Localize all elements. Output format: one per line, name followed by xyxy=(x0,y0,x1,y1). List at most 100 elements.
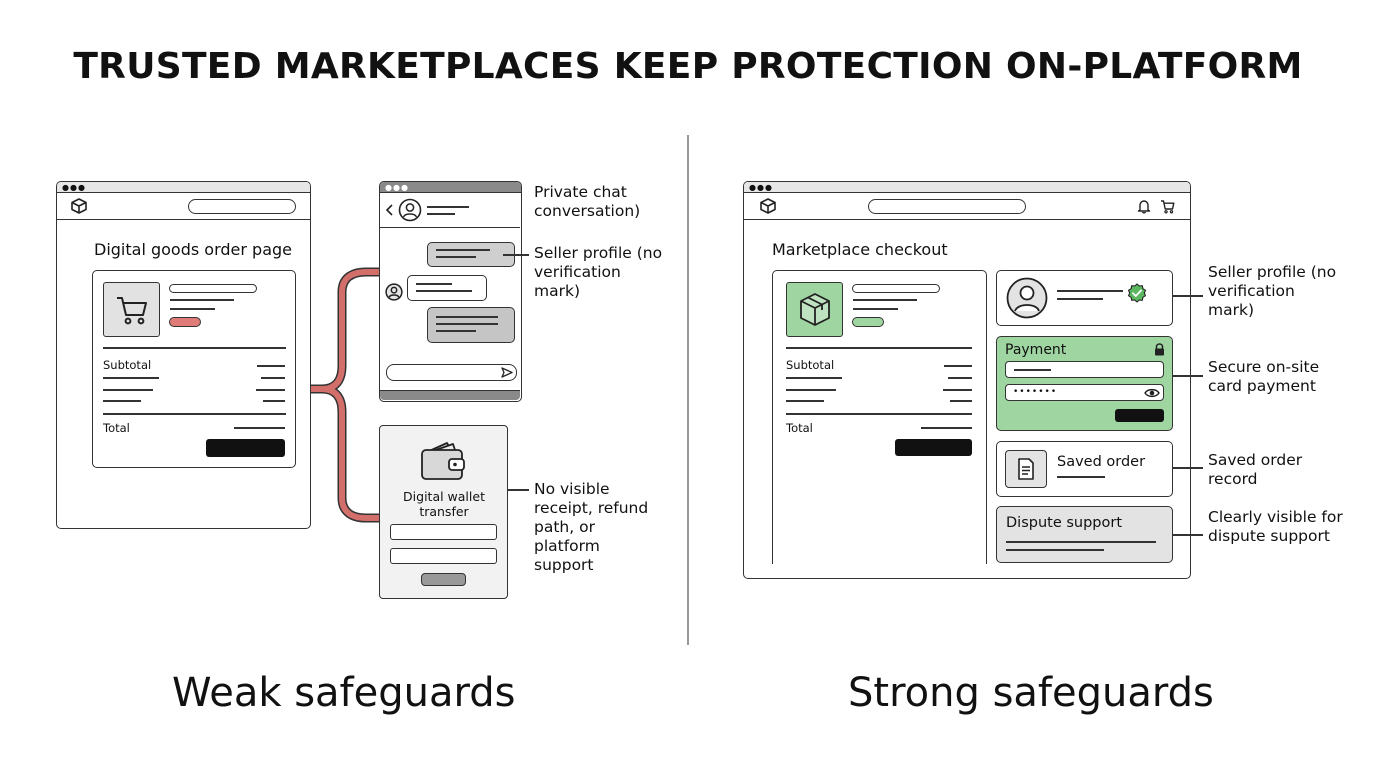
total-value-line xyxy=(234,427,285,429)
chat-bubble-incoming xyxy=(407,275,487,301)
cart-thumbnail xyxy=(103,282,160,337)
annotation-chat: Private chat conversation) xyxy=(534,183,641,220)
chat-footer-bar xyxy=(380,390,520,400)
leader-line xyxy=(1173,534,1203,536)
seller-status-line xyxy=(1057,298,1103,300)
field-value-line xyxy=(1014,369,1051,371)
price-tag xyxy=(169,317,201,327)
divider xyxy=(786,347,972,349)
chat-bubble-outgoing xyxy=(427,307,515,343)
buyer-avatar-icon xyxy=(385,283,403,301)
product-desc-line xyxy=(170,299,234,301)
transfer-field[interactable] xyxy=(390,524,497,540)
price-tag xyxy=(852,317,884,327)
annotation-payment: Secure on-site card payment xyxy=(1208,358,1320,395)
payment-label: Payment xyxy=(1005,342,1067,358)
search-bar[interactable] xyxy=(188,199,296,214)
annotation-dispute: Clearly visible for dispute support xyxy=(1208,508,1343,545)
window-titlebar: ●●● xyxy=(744,182,1190,193)
total-label: Total xyxy=(786,421,813,435)
card-cvv-field[interactable]: ••••••• xyxy=(1005,384,1164,401)
product-desc-line xyxy=(170,308,215,310)
annotation-no-receipt: No visible receipt, refund path, or plat… xyxy=(534,480,649,574)
wallet-transfer-panel: Digital wallet transfer xyxy=(379,425,508,599)
product-desc-line xyxy=(853,308,898,310)
bubble-text-line xyxy=(436,323,498,325)
seller-status-line xyxy=(427,213,455,215)
bubble-text-line xyxy=(436,256,476,258)
subtotal-label: Subtotal xyxy=(103,358,152,372)
seller-avatar-icon xyxy=(1006,277,1048,319)
saved-order-card: Saved order xyxy=(996,441,1173,497)
order-page-title: Digital goods order page xyxy=(94,240,292,259)
password-mask: ••••••• xyxy=(1013,387,1058,397)
lock-icon xyxy=(1155,343,1164,356)
send-icon[interactable] xyxy=(501,367,513,378)
checkout-button[interactable] xyxy=(895,439,972,456)
bubble-text-line xyxy=(416,283,452,285)
weak-caption: Weak safeguards xyxy=(172,670,516,716)
annotation-saved: Saved order record xyxy=(1208,451,1303,488)
strong-caption: Strong safeguards xyxy=(848,670,1214,716)
verified-check-icon xyxy=(1127,283,1147,303)
item-value-line xyxy=(950,400,972,402)
order-summary-panel: Subtotal Total xyxy=(772,270,987,564)
chat-header xyxy=(380,193,520,228)
leader-line xyxy=(1173,467,1203,469)
search-bar[interactable] xyxy=(868,199,1026,214)
card-number-field[interactable] xyxy=(1005,361,1164,378)
product-thumbnail xyxy=(786,282,843,337)
dispute-line xyxy=(1006,549,1104,551)
total-value-line xyxy=(921,427,972,429)
bell-icon[interactable] xyxy=(1137,199,1151,214)
eye-icon[interactable] xyxy=(1144,388,1160,398)
bubble-text-line xyxy=(436,316,498,318)
item-line xyxy=(786,377,842,379)
back-chevron-icon[interactable] xyxy=(385,204,394,216)
subtotal-value-line xyxy=(257,365,285,367)
box-logo-icon xyxy=(760,198,776,214)
item-value-line xyxy=(263,400,285,402)
window-dots-icon: ●●● xyxy=(385,183,409,192)
window-titlebar: ●●● xyxy=(380,182,521,193)
saved-order-icon-frame xyxy=(1005,450,1047,488)
seller-name-line xyxy=(427,206,469,208)
package-icon xyxy=(800,293,830,326)
item-value-line xyxy=(943,389,972,391)
cart-icon[interactable] xyxy=(1160,199,1175,214)
dispute-support-card[interactable]: Dispute support xyxy=(996,506,1173,563)
chat-window: ●●● xyxy=(379,181,522,402)
annotation-seller: Seller profile (no verification mark) xyxy=(1208,263,1337,319)
dispute-support-label: Dispute support xyxy=(1006,515,1123,531)
subtotal-value-line xyxy=(944,365,972,367)
transfer-field[interactable] xyxy=(390,548,497,564)
checkout-page-title: Marketplace checkout xyxy=(772,240,948,259)
divider xyxy=(103,347,286,349)
wallet-transfer-label: Digital wallet transfer xyxy=(403,489,485,519)
item-line xyxy=(786,389,836,391)
pay-button[interactable] xyxy=(1115,409,1164,422)
leader-line xyxy=(1173,375,1203,377)
seller-avatar-icon xyxy=(398,198,422,222)
product-title-bar xyxy=(852,284,940,293)
send-button[interactable] xyxy=(421,573,466,586)
item-line xyxy=(786,400,824,402)
window-dots-icon: ●●● xyxy=(62,183,86,192)
window-dots-icon: ●●● xyxy=(749,183,773,192)
weak-order-window: ●●● Digital goods order page Subtotal To… xyxy=(56,181,311,529)
bubble-text-line xyxy=(436,249,490,251)
total-label: Total xyxy=(103,421,130,435)
window-navbar xyxy=(57,193,310,220)
checkout-button[interactable] xyxy=(206,439,285,457)
saved-order-line xyxy=(1057,476,1105,478)
wallet-icon xyxy=(421,442,465,480)
leader-line xyxy=(508,489,529,491)
checkout-window: ●●● Marketplace checkout Subtotal xyxy=(743,181,1191,579)
divider xyxy=(103,413,286,415)
product-title-bar xyxy=(169,284,257,293)
order-card: Subtotal Total xyxy=(92,270,296,468)
leader-line xyxy=(503,254,529,256)
chat-input[interactable] xyxy=(386,364,517,381)
item-value-line xyxy=(256,389,285,391)
